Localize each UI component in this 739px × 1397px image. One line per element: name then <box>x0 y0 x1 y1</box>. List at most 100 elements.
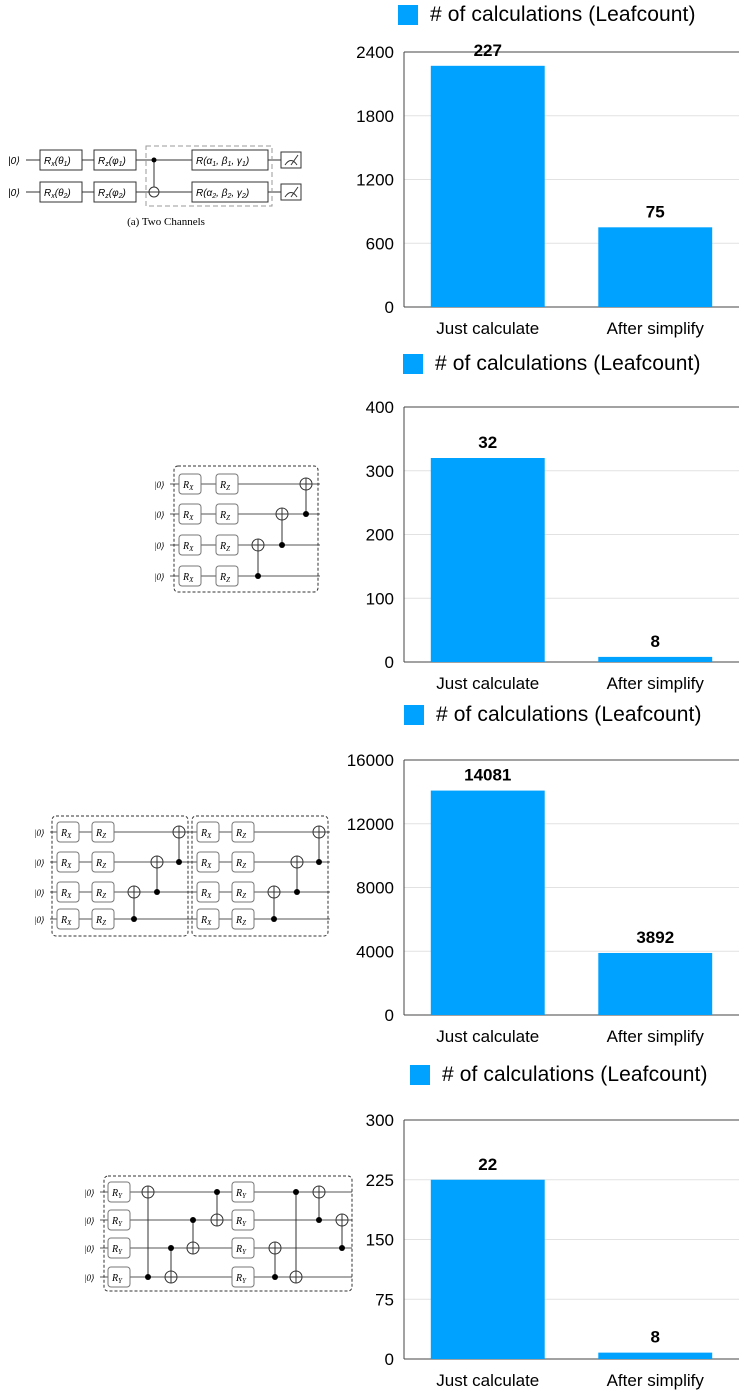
control-dot <box>190 1217 196 1223</box>
gate-r-2: R(α2, β2, γ2) <box>196 188 249 200</box>
gate-label: RZ <box>95 888 106 900</box>
ket-label: |0⟩ <box>84 1188 95 1198</box>
data-label: 8 <box>651 632 660 651</box>
gate-label: RX <box>60 915 72 927</box>
control-dot <box>279 542 285 548</box>
bar <box>430 790 545 1015</box>
control-dot <box>294 889 300 895</box>
legend-swatch <box>404 705 424 725</box>
ket-label: |0⟩ <box>84 1216 95 1226</box>
gate-label: RZ <box>219 541 230 553</box>
bar <box>598 227 713 307</box>
control-dot <box>316 859 322 865</box>
gate-label: RY <box>111 1216 123 1228</box>
gate-label: RX <box>182 480 194 492</box>
data-label: 22 <box>478 1155 497 1174</box>
y-tick-label: 12000 <box>347 815 394 834</box>
gate-box <box>215 473 239 495</box>
ket-label: |0⟩ <box>8 188 20 199</box>
control-dot <box>168 1245 174 1251</box>
gate-label: RZ <box>95 828 106 840</box>
y-tick-label: 0 <box>385 653 394 672</box>
circuit-caption: (a) Two Channels <box>127 216 205 228</box>
gate-label: RZ <box>219 572 230 584</box>
y-tick-label: 16000 <box>347 751 394 770</box>
legend-swatch <box>398 5 418 25</box>
gate-label: RY <box>111 1273 123 1285</box>
y-tick-label: 150 <box>366 1231 394 1250</box>
gate-label: RZ <box>95 915 106 927</box>
gate-box <box>107 1181 131 1203</box>
gate-label: RZ <box>235 828 246 840</box>
y-tick-label: 400 <box>366 398 394 417</box>
ket-label: |0⟩ <box>154 510 165 520</box>
y-tick-label: 0 <box>385 298 394 317</box>
control-dot <box>154 889 160 895</box>
gate-box <box>56 851 80 873</box>
gate-label: RX <box>60 858 72 870</box>
gate-box <box>178 503 202 525</box>
control-dot <box>151 157 157 163</box>
gate-label: RX <box>182 572 194 584</box>
y-tick-label: 100 <box>366 589 394 608</box>
gate-box <box>231 1266 255 1288</box>
y-tick-label: 75 <box>375 1290 394 1309</box>
legend-label: # of calculations (Leafcount) <box>435 352 701 375</box>
legend-label: # of calculations (Leafcount) <box>430 3 696 26</box>
gate-label: RY <box>235 1216 247 1228</box>
control-dot <box>176 859 182 865</box>
gate-box <box>196 881 220 903</box>
ket-label: |0⟩ <box>34 915 45 925</box>
y-tick-label: 1800 <box>356 107 394 126</box>
bar <box>598 952 713 1015</box>
gate-label: RZ <box>235 888 246 900</box>
gate-box <box>231 851 255 873</box>
ket-label: |0⟩ <box>84 1244 95 1254</box>
bar <box>430 1179 545 1359</box>
y-tick-label: 225 <box>366 1171 394 1190</box>
gate-box <box>196 908 220 930</box>
ket-label: |0⟩ <box>84 1273 95 1283</box>
control-dot <box>214 1189 220 1195</box>
gate-label: RX <box>182 541 194 553</box>
gate-box <box>56 908 80 930</box>
gate-label: RY <box>235 1244 247 1256</box>
control-dot <box>271 916 277 922</box>
gate-box <box>91 881 115 903</box>
control-dot <box>339 1245 345 1251</box>
legend-label: # of calculations (Leafcount) <box>436 703 702 726</box>
gate-label: RX <box>182 510 194 522</box>
y-tick-label: 1200 <box>356 171 394 190</box>
data-label: 32 <box>478 433 497 452</box>
legend-1: # of calculations (Leafcount) <box>398 3 696 27</box>
ket-label: |0⟩ <box>34 888 45 898</box>
gate-box <box>91 851 115 873</box>
data-label: 14081 <box>464 766 511 785</box>
gate-box <box>178 473 202 495</box>
block-frame <box>173 465 319 593</box>
gate-box <box>231 908 255 930</box>
legend-swatch <box>403 354 423 374</box>
bar <box>430 65 545 307</box>
y-tick-label: 600 <box>366 234 394 253</box>
gate-label: RX <box>60 828 72 840</box>
y-tick-label: 0 <box>385 1350 394 1369</box>
control-dot <box>303 511 309 517</box>
control-dot <box>131 916 137 922</box>
y-tick-label: 300 <box>366 462 394 481</box>
x-category-label: Just calculate <box>436 1027 539 1046</box>
ket-label: |0⟩ <box>34 858 45 868</box>
x-category-label: Just calculate <box>436 674 539 693</box>
control-dot <box>316 1217 322 1223</box>
y-tick-label: 4000 <box>356 942 394 961</box>
ket-label: |0⟩ <box>34 828 45 838</box>
y-tick-label: 300 <box>366 1111 394 1130</box>
control-dot <box>293 1189 299 1195</box>
legend-swatch <box>410 1065 430 1085</box>
gate-box <box>196 821 220 843</box>
x-category-label: Just calculate <box>436 319 539 338</box>
legend-label: # of calculations (Leafcount) <box>442 1063 708 1086</box>
